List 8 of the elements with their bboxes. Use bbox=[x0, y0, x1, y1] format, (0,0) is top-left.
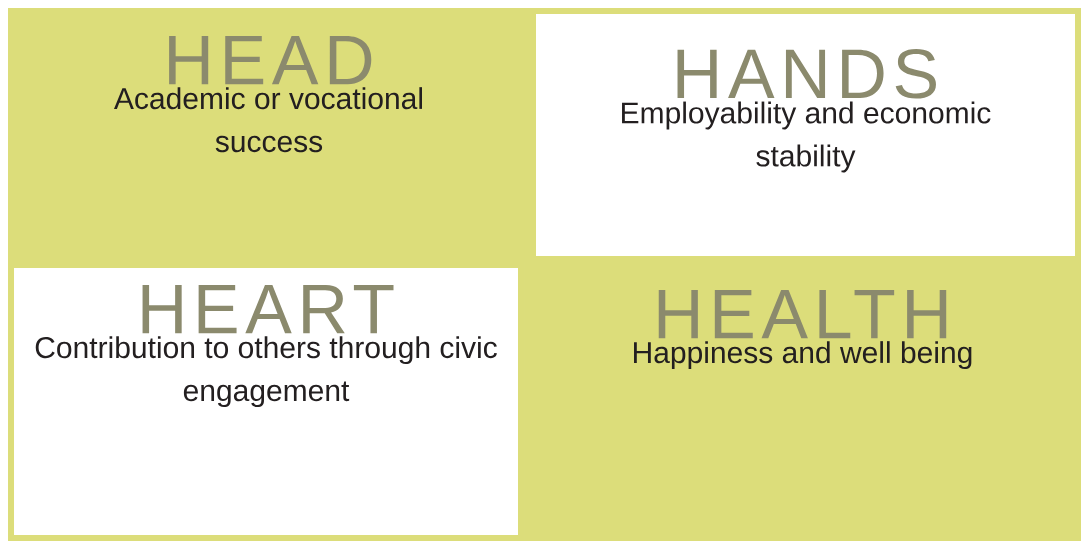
node-label: Happiness and well being bbox=[634, 341, 972, 370]
node-label: HEAD bbox=[169, 36, 372, 85]
quadrant-box: HEALTH Happiness and well being bbox=[524, 262, 1081, 541]
node-label: Academic or vocational success bbox=[114, 87, 423, 153]
quadrant-box: HEAD Academic or vocational success bbox=[8, 8, 530, 262]
node-label: HEALTH bbox=[658, 290, 947, 339]
quadrant-box: HANDS Employability and economic stability bbox=[530, 8, 1081, 262]
quadrant-box: HEART Contribution to others through civic engagement bbox=[8, 262, 524, 541]
